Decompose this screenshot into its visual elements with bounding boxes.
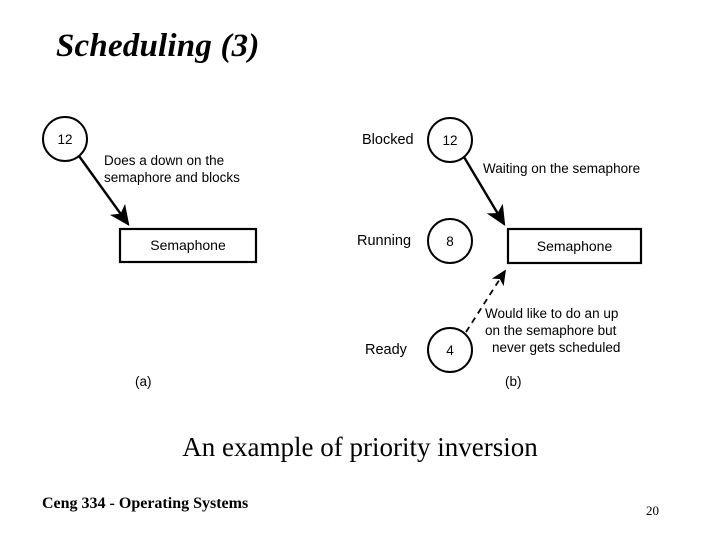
process-circle-b-blocked-12 (427, 117, 473, 163)
annotation-waiting-on-semaphore: Waiting on the semaphore (483, 161, 641, 176)
process-circle-a-12-value: 12 (57, 132, 73, 147)
semaphore-box-b (506, 227, 643, 265)
process-circle-a-12 (42, 116, 88, 162)
panel-label-a: (a) (135, 374, 152, 389)
annotation-a-line2: semaphore and blocks (104, 170, 240, 185)
process-circle-b-running-value: 8 (446, 234, 454, 249)
arrow-waiting-on-semaphore-b (462, 156, 506, 227)
footer-page-number: 20 (646, 503, 659, 518)
semaphore-box-a-label: Semaphone (150, 237, 226, 253)
semaphore-box-a (118, 227, 258, 264)
annotation-up-line3: never gets scheduled (492, 340, 621, 355)
priority-inversion-figure: 12 Does a down on the semaphore and bloc… (0, 96, 720, 406)
state-label-ready: Ready (365, 342, 407, 358)
panel-label-b: (b) (505, 374, 522, 389)
dashed-arrow-would-like-up-b (465, 269, 506, 333)
figure-caption: An example of priority inversion (182, 432, 538, 462)
annotation-a-line1: Does a down on the (104, 153, 225, 168)
process-circle-b-blocked-value: 12 (442, 133, 458, 148)
process-circle-b-ready-4 (427, 327, 473, 373)
process-circle-b-running-8 (427, 218, 473, 264)
arrow-down-on-semaphore-a (78, 155, 130, 226)
footer-course-label: Ceng 334 - Operating Systems (42, 495, 249, 512)
process-circle-b-ready-value: 4 (446, 343, 454, 358)
semaphore-box-b-label: Semaphone (536, 238, 613, 254)
figure-vector-layer (42, 116, 643, 373)
annotation-up-line1: Would like to do an up (485, 306, 619, 321)
state-label-blocked: Blocked (362, 132, 414, 148)
annotation-up-line2: on the semaphore but (485, 323, 617, 338)
page-title: Scheduling (3) (56, 28, 260, 64)
state-label-running: Running (357, 233, 412, 249)
